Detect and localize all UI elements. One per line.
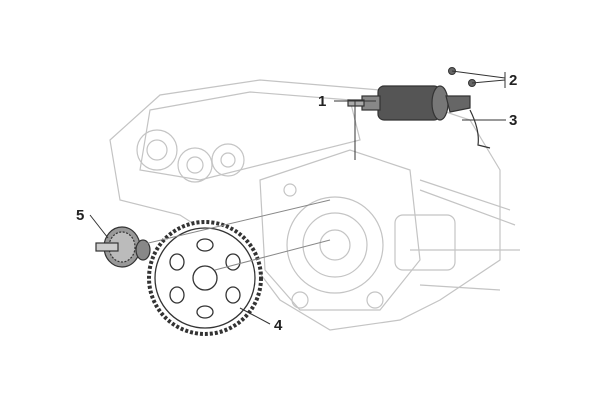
intermediate-gear — [95, 226, 151, 268]
leader-lines — [89, 70, 506, 325]
callout-1: 1 — [318, 93, 327, 110]
screws — [448, 67, 476, 87]
callout-5: 5 — [76, 207, 85, 224]
starter-motor — [347, 85, 491, 149]
starter-driven-gear — [147, 220, 263, 336]
callout-4: 4 — [274, 317, 283, 334]
callout-2: 2 — [509, 72, 518, 89]
callout-3: 3 — [509, 112, 518, 129]
